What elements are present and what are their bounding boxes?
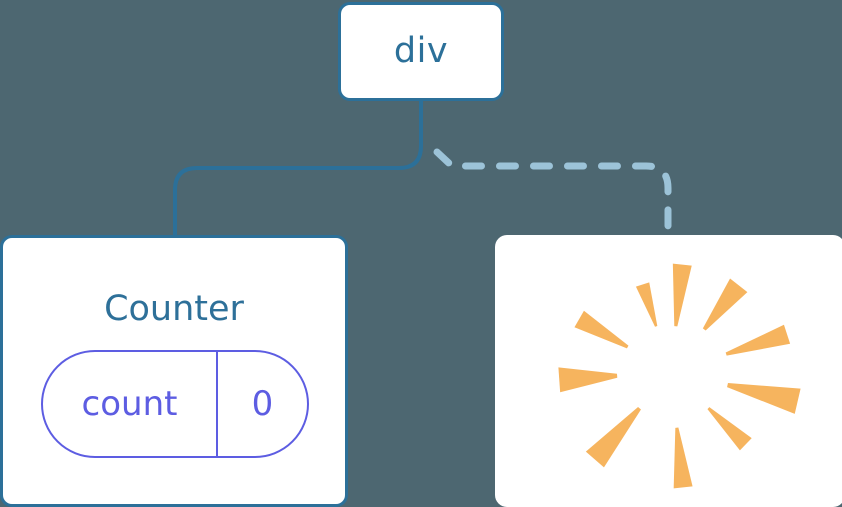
ray-n (672, 263, 692, 327)
node-div-label: div (393, 31, 449, 71)
ray-wnw (574, 310, 629, 349)
node-div[interactable]: div (338, 2, 504, 101)
ray-ese (707, 407, 752, 451)
node-render[interactable] (495, 235, 842, 507)
ray-s (673, 427, 693, 489)
ray-wsw (558, 367, 618, 393)
ray-nnw (635, 282, 658, 327)
edge-div-to-render (433, 148, 672, 241)
sparkle-burst-icon (558, 263, 801, 489)
state-pill-divider (216, 352, 218, 456)
ray-ene (725, 324, 791, 356)
ray-e (727, 383, 801, 414)
edge-div-to-counter (173, 99, 423, 239)
state-pill-key: count (81, 384, 178, 424)
ray-ssw (585, 406, 641, 468)
state-pill-count[interactable]: count 0 (41, 350, 309, 458)
node-counter-label: Counter (104, 289, 244, 329)
ray-nne (702, 278, 748, 331)
burst-ray-group (558, 263, 801, 489)
state-pill-value: 0 (251, 384, 274, 424)
